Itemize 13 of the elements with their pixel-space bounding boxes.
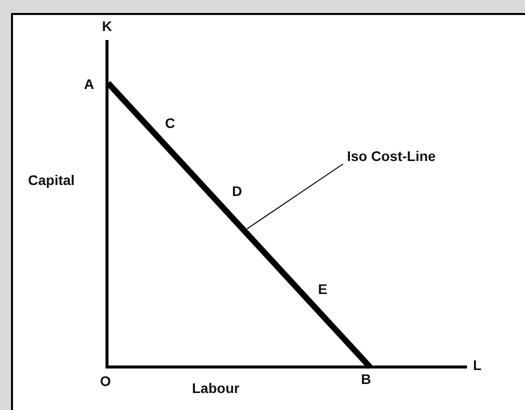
point-label: O xyxy=(100,374,111,388)
point-label: C xyxy=(165,116,176,130)
point-label: B xyxy=(361,372,372,386)
axis-label: Capital xyxy=(28,173,75,187)
callout-text: Iso Cost-Line xyxy=(347,149,436,163)
point-label: D xyxy=(232,184,242,198)
isocost-line xyxy=(106,80,372,370)
point-label: E xyxy=(318,282,328,296)
leader-line xyxy=(246,164,344,230)
point-label: K xyxy=(102,19,112,33)
point-label: L xyxy=(473,358,482,372)
axis-label: Labour xyxy=(192,381,240,395)
point-label: A xyxy=(84,77,94,91)
